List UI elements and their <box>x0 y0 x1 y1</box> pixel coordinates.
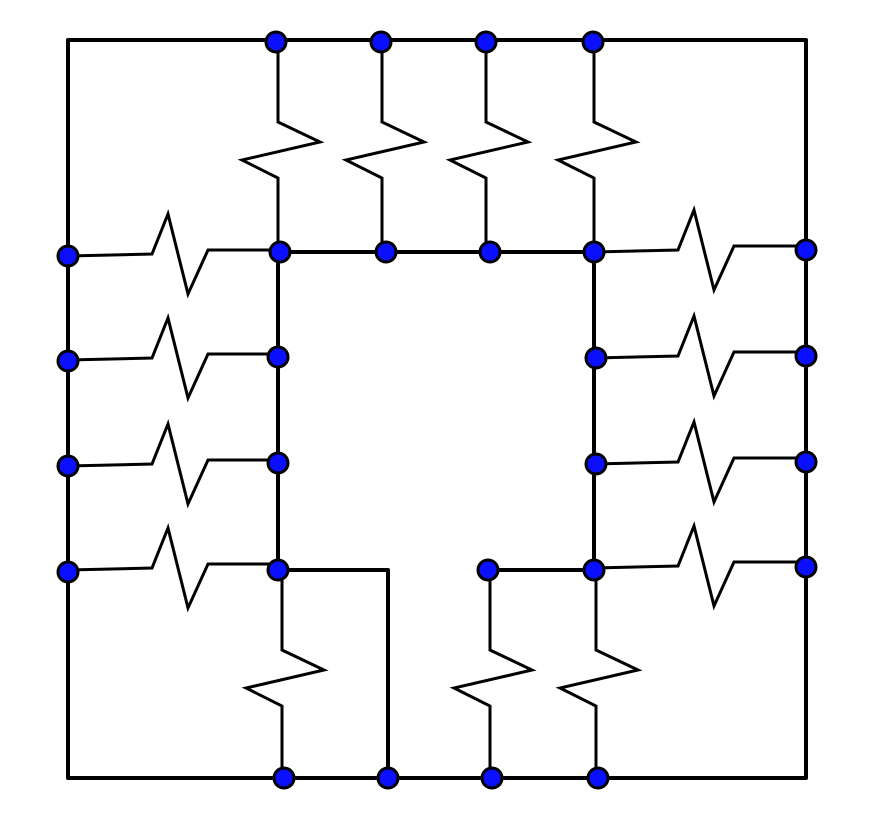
resistor <box>341 42 429 252</box>
resistor <box>593 311 806 401</box>
resistor <box>67 419 278 509</box>
node-dot <box>264 30 288 54</box>
node-dot <box>369 30 393 54</box>
node-dot <box>478 240 502 264</box>
node-dot <box>374 240 398 264</box>
node-dot <box>584 346 608 370</box>
node-dot <box>474 30 498 54</box>
resistor <box>67 313 278 403</box>
node-dot <box>56 244 80 268</box>
wire-layer <box>66 38 808 780</box>
node-dot <box>581 30 605 54</box>
resistor <box>553 42 641 252</box>
resistor-layer <box>67 42 806 778</box>
node-dot <box>56 560 80 584</box>
resistor <box>445 42 533 252</box>
node-dot <box>584 452 608 476</box>
resistor <box>237 42 325 252</box>
resistor <box>241 570 329 778</box>
node-dot <box>480 766 504 790</box>
node-dot <box>794 450 818 474</box>
node-dot <box>272 766 296 790</box>
node-dot <box>582 558 606 582</box>
node-dot <box>268 240 292 264</box>
resistor <box>67 523 278 613</box>
node-dot <box>56 349 80 373</box>
node-dot <box>794 238 818 262</box>
node-dot <box>582 240 606 264</box>
wire-segment <box>66 38 808 780</box>
node-dot <box>376 766 400 790</box>
node-dot <box>586 766 610 790</box>
resistor <box>593 205 806 295</box>
node-layer <box>56 30 818 790</box>
resistor <box>593 521 806 611</box>
resistor <box>555 570 643 778</box>
node-dot <box>266 345 290 369</box>
node-dot <box>56 454 80 478</box>
wire-segment <box>276 568 390 780</box>
resistor <box>593 417 806 507</box>
node-dot <box>794 555 818 579</box>
node-dot <box>266 451 290 475</box>
node-dot <box>476 558 500 582</box>
node-dot <box>794 344 818 368</box>
node-dot <box>266 558 290 582</box>
resistor <box>449 570 537 778</box>
resistor <box>67 209 278 299</box>
